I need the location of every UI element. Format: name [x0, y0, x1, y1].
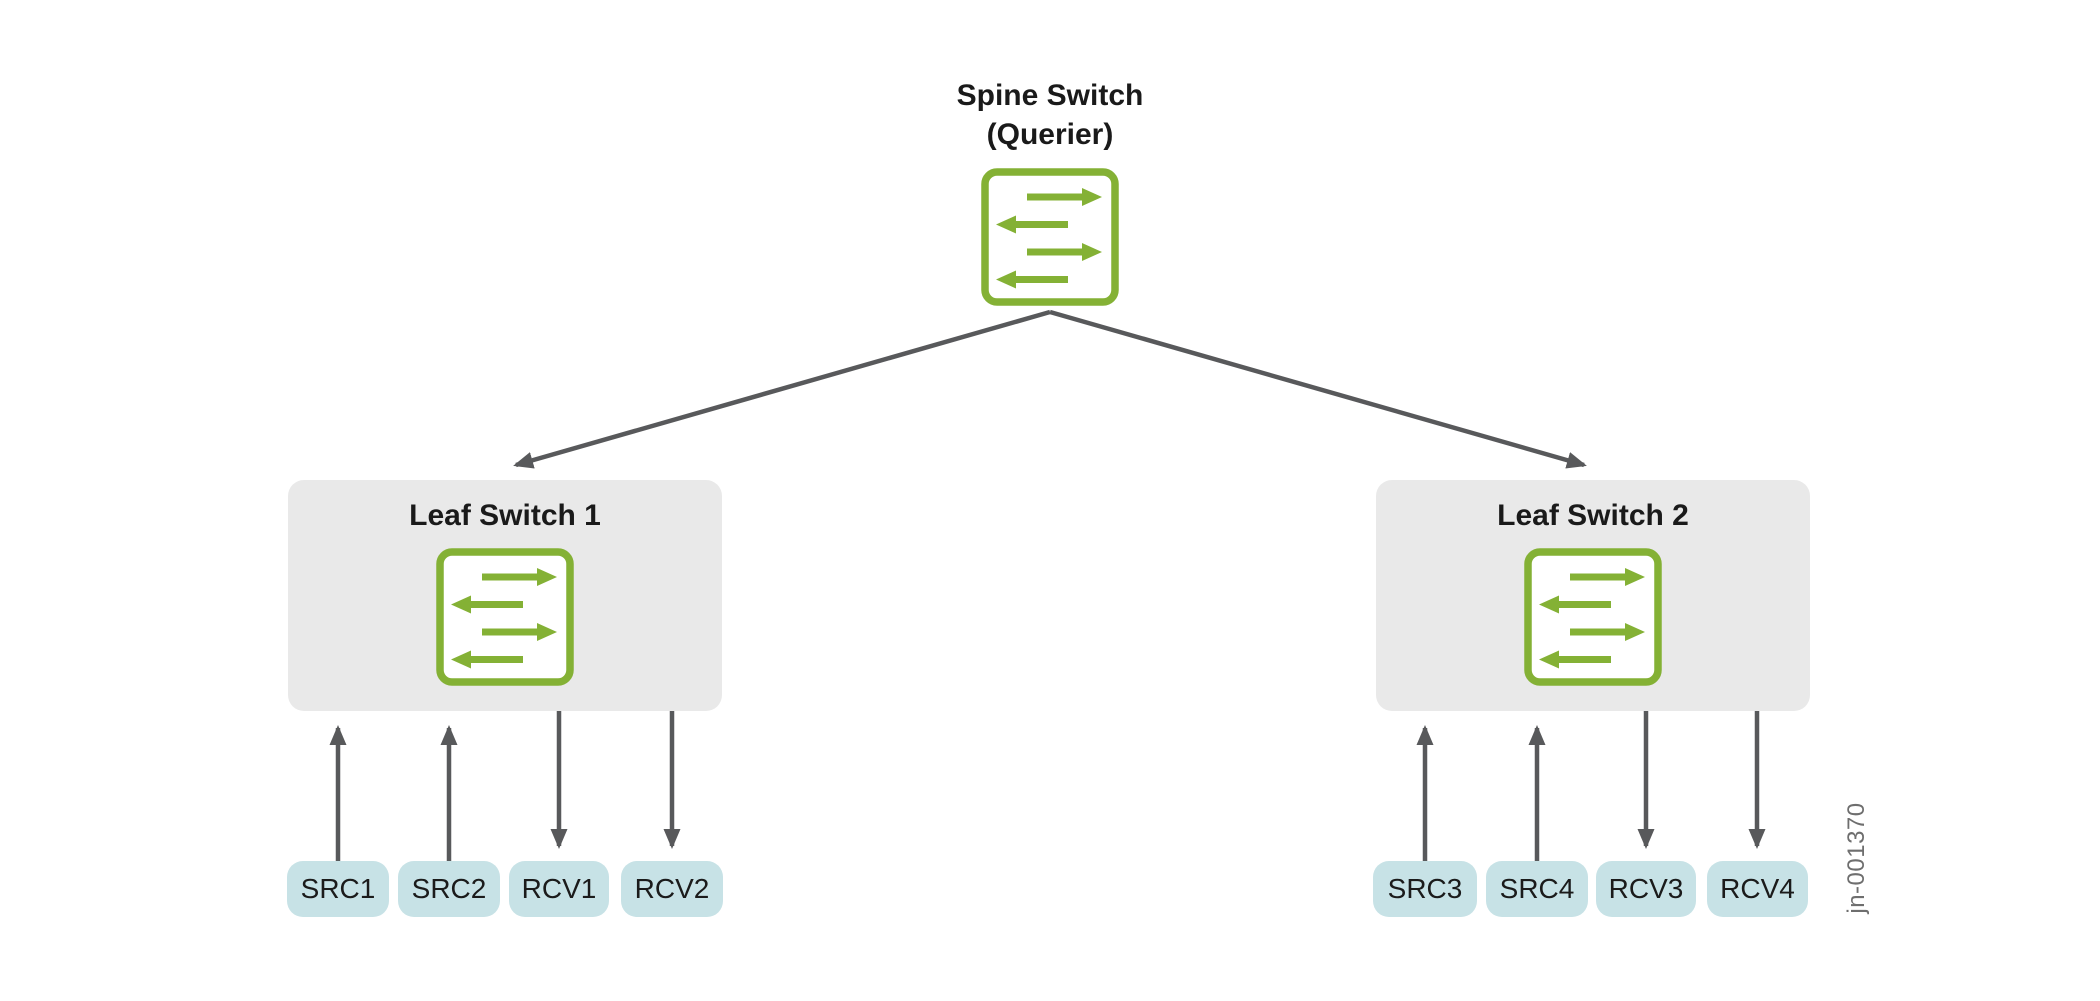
figure-id-watermark: jn-001370: [1843, 802, 1870, 914]
host-node-src1: SRC1: [287, 861, 389, 917]
leaf-switch-2-box: Leaf Switch 2: [1376, 480, 1810, 711]
leaf-switch-1-icon: [436, 548, 574, 686]
spine-switch-label-line1: Spine Switch: [956, 79, 1144, 112]
leaf-switch-2-label: Leaf Switch 2: [1497, 499, 1689, 532]
leaf-switch-1-box: Leaf Switch 1: [288, 480, 722, 711]
link-spine-to-leaf1: [513, 309, 1051, 469]
host-node-src4: SRC4: [1486, 861, 1588, 917]
link-spine-to-leaf2: [1049, 309, 1587, 469]
host-node-rcv2: RCV2: [621, 861, 723, 917]
host-node-src2: SRC2: [398, 861, 500, 917]
spine-switch-label-line2: (Querier): [986, 118, 1114, 151]
spine-switch-icon: [981, 168, 1119, 306]
spine-switch-label: Spine Switch (Querier): [850, 76, 1250, 154]
host-node-rcv1: RCV1: [509, 861, 609, 917]
leaf-switch-1-label: Leaf Switch 1: [409, 499, 601, 532]
host-node-rcv4: RCV4: [1707, 861, 1808, 917]
host-node-src3: SRC3: [1373, 861, 1477, 917]
leaf-switch-2-icon: [1524, 548, 1662, 686]
host-node-rcv3: RCV3: [1596, 861, 1696, 917]
